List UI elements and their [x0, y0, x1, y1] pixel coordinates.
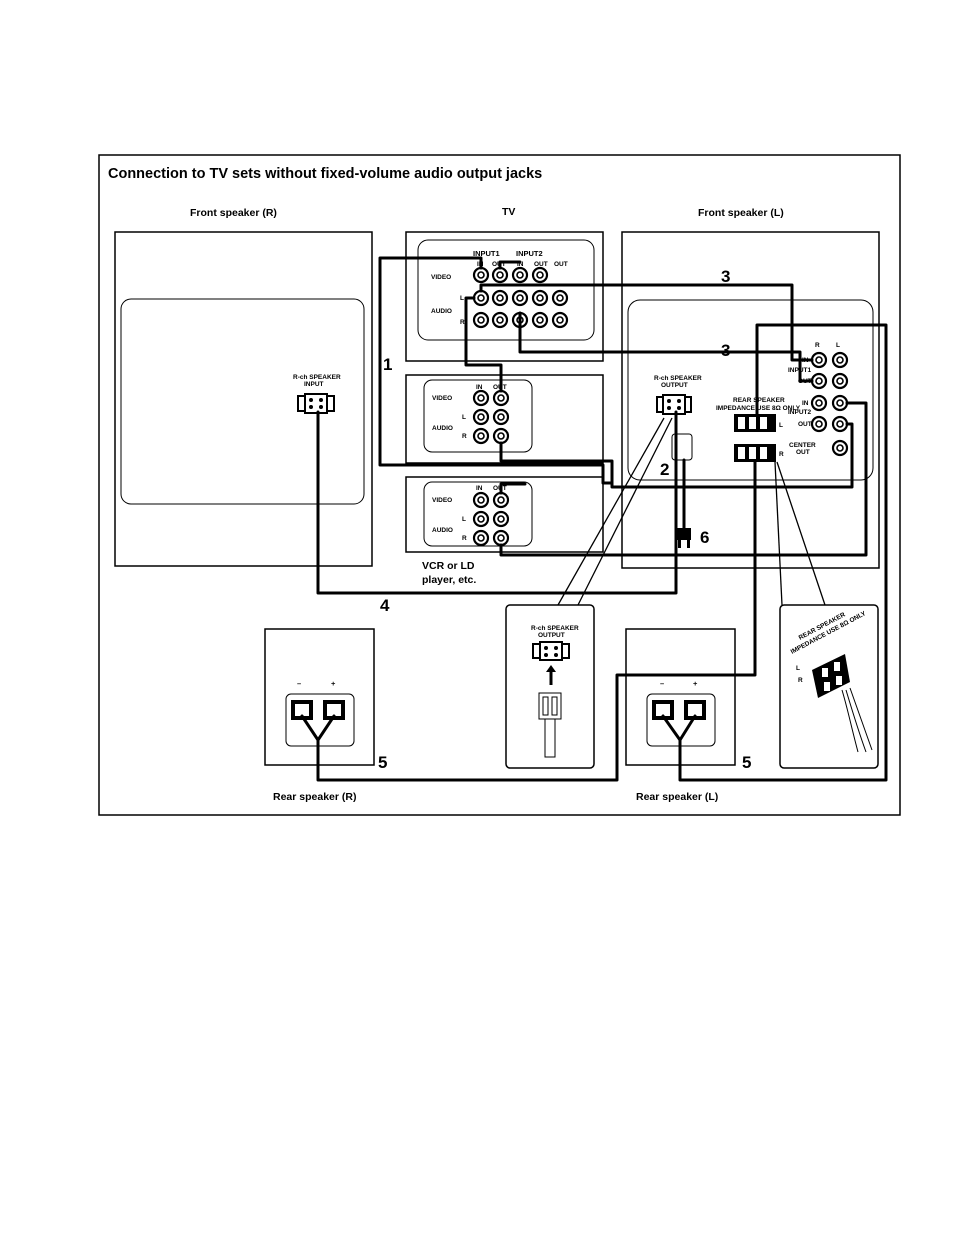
vcr-ld-player: IN OUT VIDEO L AUDIO R	[405, 476, 604, 553]
vcr-audio-label: AUDIO	[432, 527, 453, 534]
terminal-detail-inset: REAR SPEAKER IMPEDANCE USE 8Ω ONLY L R	[779, 604, 879, 769]
step-5a: 5	[378, 753, 387, 772]
vcr-video-label: VIDEO	[432, 497, 452, 504]
center-out-sub-label: OUT	[796, 449, 810, 456]
rch-speaker-output-label-2: OUTPUT	[661, 382, 688, 389]
step-4: 4	[380, 596, 390, 615]
power-cord-socket	[671, 433, 693, 461]
mid-video-label: VIDEO	[432, 395, 452, 402]
tv-l-label: L	[460, 295, 464, 302]
rch-speaker-input-connector	[297, 393, 335, 414]
plug-detail-inset: R-ch SPEAKER OUTPUT	[505, 604, 595, 769]
fl-out2-label: OUT	[798, 421, 812, 428]
center-out-label: CENTER	[789, 442, 816, 449]
step-3b: 3	[721, 341, 730, 360]
vcr-jacks	[472, 491, 510, 547]
vcr-label-line1: VCR or LD	[422, 560, 475, 572]
vcr-l-label: L	[462, 516, 466, 523]
tv-audio-label: AUDIO	[431, 308, 452, 315]
mid-in-label: IN	[476, 384, 483, 391]
mid-r-label: R	[462, 433, 467, 440]
vcr-label-line2: player, etc.	[422, 574, 476, 586]
rch-speaker-input-label-2: INPUT	[304, 381, 324, 388]
diagram-title: Connection to TV sets without fixed-volu…	[108, 166, 542, 182]
mid-l-label: L	[462, 414, 466, 421]
step-5b: 5	[742, 753, 751, 772]
rear-speaker-r: – +	[264, 628, 375, 766]
front-speaker-r: R-ch SPEAKER INPUT	[114, 231, 373, 567]
fl-input2-label: INPUT2	[788, 409, 812, 416]
cables	[316, 256, 888, 782]
rear-r-plus-label: +	[331, 679, 336, 688]
rch-speaker-output-connector	[656, 394, 692, 415]
mid-jacks	[472, 389, 510, 445]
inset-rch-label: R-ch SPEAKER	[531, 625, 579, 632]
middle-device: IN OUT VIDEO L AUDIO R	[405, 374, 604, 464]
step-3a: 3	[721, 267, 730, 286]
rear-r-minus-label: –	[297, 679, 301, 688]
diagram-frame	[98, 154, 901, 816]
rear-r-terminal-label: R	[779, 451, 784, 458]
vcr-r-label: R	[462, 535, 467, 542]
inset-r-label: R	[798, 677, 803, 684]
rear-speaker-terminal-label: REAR SPEAKER	[733, 397, 785, 404]
fl-r-label: R	[815, 342, 820, 349]
tv-out3-label: OUT	[554, 261, 568, 268]
fl-input-jacks	[810, 351, 849, 457]
step-6: 6	[700, 528, 709, 547]
rear-speaker-l-label: Rear speaker (L)	[636, 791, 718, 803]
rear-speaker-r-label: Rear speaker (R)	[273, 791, 356, 803]
rear-l-terminal-label: L	[779, 422, 783, 429]
rear-speaker-terminals	[734, 414, 776, 462]
front-speaker-l: R-ch SPEAKER OUTPUT R L INPUT1 INPUT2 IN…	[621, 231, 880, 569]
tv-input2-label: INPUT2	[516, 249, 543, 258]
tv-input1-label: INPUT1	[473, 249, 500, 258]
rear-l-minus-label: –	[660, 679, 664, 688]
fl-l-label: L	[836, 342, 840, 349]
mid-audio-label: AUDIO	[432, 425, 453, 432]
tv-video-label: VIDEO	[431, 274, 451, 281]
fl-in2-label: IN	[802, 400, 809, 407]
rch-speaker-output-label-1: R-ch SPEAKER	[654, 375, 702, 382]
power-plug	[677, 528, 691, 548]
vcr-in-label: IN	[476, 485, 483, 492]
tv-in2-label: IN	[517, 261, 524, 268]
front-speaker-l-label: Front speaker (L)	[698, 207, 784, 219]
inset-l-label: L	[796, 665, 800, 672]
front-speaker-r-label: Front speaker (R)	[190, 207, 277, 219]
rear-speaker-l: – +	[625, 628, 736, 766]
tv-unit: INPUT1 INPUT2 IN OUT IN OUT OUT VIDEO L …	[405, 231, 604, 362]
tv-r-label: R	[460, 319, 465, 326]
inset-output-label: OUTPUT	[538, 632, 565, 639]
rch-speaker-input-label-1: R-ch SPEAKER	[293, 374, 341, 381]
step-1: 2	[660, 460, 669, 479]
tv-out2-label: OUT	[534, 261, 548, 268]
step-2: 1	[383, 355, 392, 374]
tv-label: TV	[502, 206, 515, 218]
rear-l-plus-label: +	[693, 679, 698, 688]
